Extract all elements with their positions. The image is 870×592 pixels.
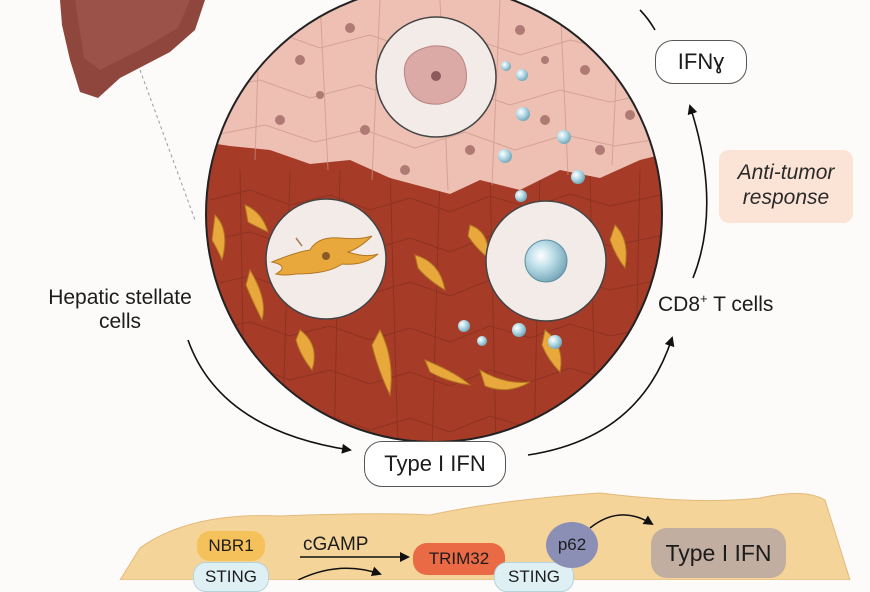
t-cell-beads: [458, 61, 585, 349]
sting-left-chip: STING: [193, 562, 269, 592]
stellate-cell-inset: [265, 198, 387, 320]
type1-ifn-pill: Type I IFN: [364, 441, 506, 487]
diagram-graphics: [60, 0, 853, 580]
trim32-chip: TRIM32: [413, 543, 505, 575]
ifn-gamma-label: IFNɣ: [677, 49, 725, 74]
sting-left-label: STING: [205, 567, 257, 586]
type1-ifn-output-chip: Type I IFN: [651, 528, 786, 578]
cd8-text: CD8: [658, 293, 701, 316]
pathway-arrows: [297, 514, 654, 580]
cd8-superscript: +: [700, 291, 708, 306]
diagram-canvas: IFNɣ Anti-tumor response Hepatic stellat…: [48, 0, 853, 592]
cgamp-label: cGAMP: [303, 534, 369, 555]
trim32-label: TRIM32: [428, 549, 490, 568]
hepatic-stellate-cells-label: Hepatic stellate cells: [48, 286, 192, 333]
p62-label: p62: [557, 535, 587, 554]
sting-right-label: STING: [508, 567, 560, 586]
ifn-gamma-pill: IFNɣ: [655, 40, 747, 84]
t-cells-text: T cells: [707, 293, 774, 316]
t-cell-inset: [485, 200, 607, 322]
cd8-t-cells-label: CD8+ T cells: [658, 291, 773, 317]
tumor-cell-inset: [375, 16, 497, 138]
nbr1-label: NBR1: [208, 536, 254, 555]
nbr1-chip: NBR1: [197, 531, 265, 561]
anti-tumor-response-box: [719, 150, 853, 223]
cycle-arrows: [187, 9, 708, 456]
p62-chip: p62: [546, 522, 598, 568]
type1-ifn-label: Type I IFN: [384, 451, 486, 476]
type1-ifn-output-label: Type I IFN: [665, 539, 772, 566]
liver-illustration: [60, 0, 205, 221]
anti-tumor-response-label: Anti-tumor response: [737, 161, 835, 209]
